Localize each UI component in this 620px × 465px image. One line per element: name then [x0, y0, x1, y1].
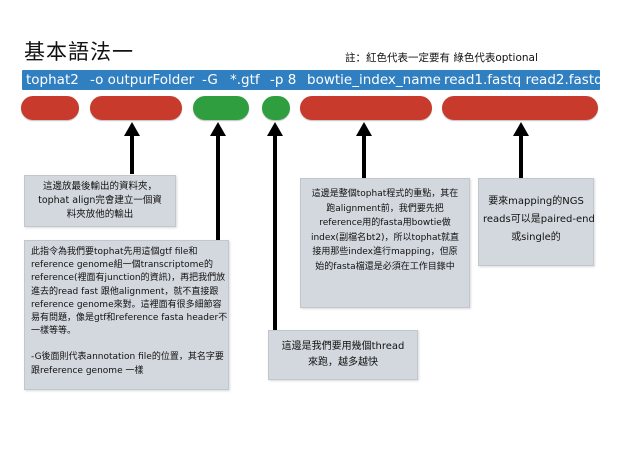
note-line: tophat align完會建立一個資 [38, 195, 162, 206]
note-line: 一樣等等。 [31, 326, 77, 337]
command-token-reads: read1.fastq read2.fastq [444, 72, 603, 88]
note-line: reference genome來對。這裡面有很多細節容 [31, 299, 222, 310]
note-line: reference用的fasta用bowtie做 [319, 218, 451, 228]
required-marker-bowtie-index [300, 96, 432, 120]
note-line: index(副檔名bt2)，所以tophat就直 [310, 232, 460, 243]
command-token-tophat2: tophat2 [26, 72, 79, 88]
required-marker-tophat2 [21, 96, 79, 120]
note-bowtie-index: 這邊是整個tophat程式的重點，其在 跑alignment前，我們要先把 re… [300, 178, 470, 308]
note-line: 這邊是我們要用幾個thread [281, 341, 405, 352]
required-marker-reads [442, 96, 598, 120]
note-line: 來跑，越多越快 [308, 357, 378, 368]
required-marker-output [90, 96, 182, 120]
note-line: 這邊是整個tophat程式的重點，其在 [311, 189, 459, 199]
note-line: reference genome組一個transcriptome的 [31, 260, 213, 271]
optional-marker-gtf [193, 96, 249, 120]
note-line: 易有問題，像是gtf和reference fasta header不 [31, 313, 228, 324]
command-token-gtf: *.gtf [230, 72, 260, 88]
note-line: 接用那些index進行mapping，但原 [312, 247, 458, 257]
command-token-g: -G [202, 72, 218, 88]
color-legend-note: 註：紅色代表一定要有 綠色代表optional [345, 52, 538, 64]
note-line: 始的fasta檔還是必須在工作目錄中 [315, 261, 455, 272]
note-line: 進去的read fast 跟他alignment，就不直接跟 [31, 286, 219, 297]
note-line: -G後面則代表annotation file的位置，其名字要 [31, 352, 224, 363]
command-bar: tophat2 -o outpurFolder -G *.gtf -p 8 bo… [22, 70, 603, 90]
note-output-folder: 這邊放最後輸出的資料夾， tophat align完會建立一個資 料夾放他的輸出 [24, 175, 176, 227]
command-token-output: -o outpurFolder [90, 72, 195, 88]
optional-marker-threads [262, 96, 290, 120]
note-line: 跑alignment前，我們要先把 [326, 203, 444, 214]
note-line: 這邊放最後輸出的資料夾， [42, 181, 157, 192]
note-threads: 這邊是我們要用幾個thread 來跑，越多越快 [268, 330, 418, 380]
note-line: reference(裡面有junction的資訊)，再把我們放 [31, 273, 226, 284]
note-line: 要來mapping的NGS [488, 196, 584, 207]
note-line: 此指令為我們要tophat先用這個gtf file和 [31, 247, 198, 257]
note-reads: 要來mapping的NGS reads可以是paired-end 或single… [478, 178, 595, 266]
note-line: 料夾放他的輸出 [66, 209, 134, 220]
note-line: reads可以是paired-end [483, 214, 595, 225]
command-token-bowtie-index: bowtie_index_name [307, 72, 441, 88]
page-title: 基本語法一 [24, 40, 134, 64]
note-line: 或single的 [511, 232, 561, 243]
note-gtf: 此指令為我們要tophat先用這個gtf file和 reference gen… [24, 240, 229, 390]
command-token-threads: -p 8 [270, 72, 297, 88]
note-line: 跟reference genome 一樣 [31, 365, 144, 376]
